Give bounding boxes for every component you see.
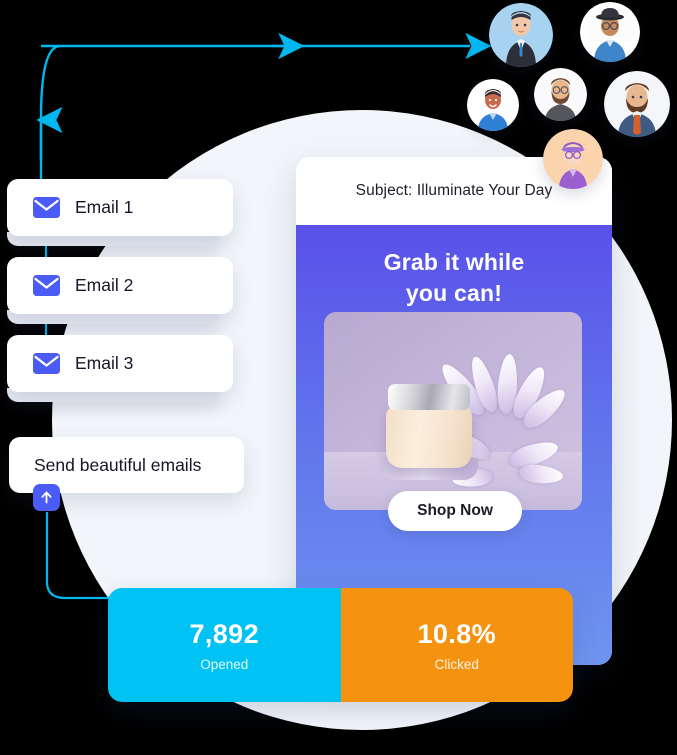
send-badge[interactable] — [33, 484, 60, 511]
send-emails-label: Send beautiful emails — [34, 454, 202, 475]
avatar-person-hat-glasses[interactable] — [580, 2, 640, 62]
send-emails-card[interactable]: Send beautiful emails — [9, 437, 244, 493]
avatar-person-dark-hair[interactable] — [467, 79, 519, 131]
email-card-label: Email 1 — [75, 197, 134, 217]
email-headline-line1: Grab it while — [383, 249, 525, 275]
email-card-2[interactable]: Email 2 — [7, 257, 233, 314]
arrow-up-icon — [41, 491, 52, 504]
stat-clicked-value: 10.8% — [417, 618, 497, 649]
avatar-person-purple-cap[interactable] — [543, 129, 603, 189]
email-headline-line2: you can! — [405, 279, 503, 306]
email-card-1[interactable]: Email 1 — [7, 179, 233, 236]
envelope-icon — [33, 197, 60, 218]
product-jar-body — [386, 406, 472, 468]
stat-clicked-label: Clicked — [434, 656, 479, 672]
stat-opened: 7,892 Opened — [108, 588, 341, 702]
product-jar-lid — [388, 384, 470, 410]
envelope-icon — [33, 275, 60, 296]
email-card-label: Email 3 — [75, 353, 134, 373]
shop-now-button[interactable]: Shop Now — [388, 491, 522, 531]
stat-clicked: 10.8% Clicked — [340, 588, 573, 702]
email-subject-text: Subject: Illuminate Your Day — [355, 182, 553, 199]
email-card-label: Email 2 — [75, 275, 134, 295]
email-subject-bar: Subject: Illuminate Your Day — [296, 157, 612, 225]
stat-opened-value: 7,892 — [189, 618, 260, 649]
product-image — [324, 312, 582, 510]
avatar-man-beard-jacket[interactable] — [604, 71, 670, 137]
email-headline: Grab it while you can! — [296, 247, 612, 308]
avatar-businessman[interactable] — [489, 3, 553, 67]
envelope-icon — [33, 353, 60, 374]
email-card-3[interactable]: Email 3 — [7, 335, 233, 392]
stat-opened-label: Opened — [200, 656, 249, 672]
email-preview-panel: Subject: Illuminate Your Day Grab it whi… — [296, 157, 612, 665]
campaign-stats-bar: 7,892 Opened 10.8% Clicked — [108, 588, 573, 702]
avatar-bearded-man-glasses[interactable] — [534, 68, 587, 121]
